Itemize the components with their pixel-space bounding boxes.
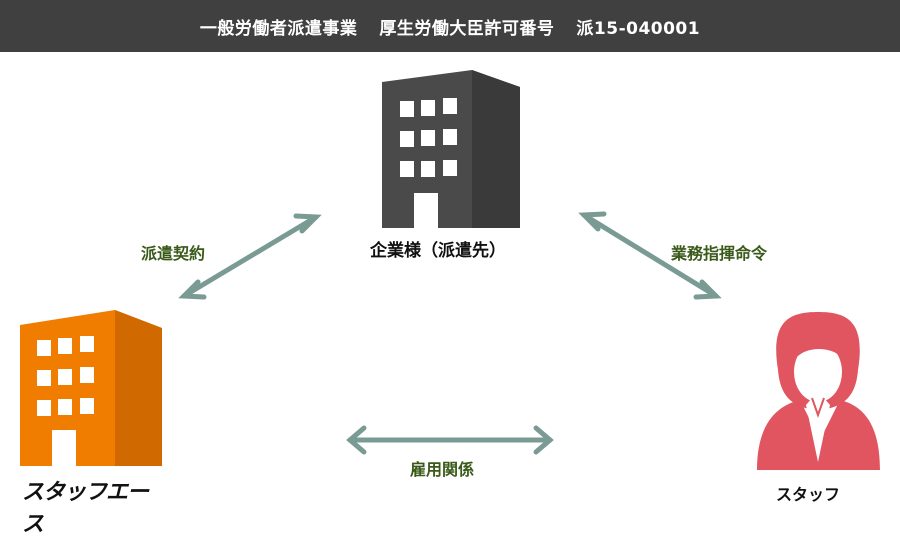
agency-building-icon — [20, 310, 162, 466]
header-license-authority: 厚生労働大臣許可番号 — [379, 18, 555, 39]
employment-arrow — [346, 425, 554, 455]
staff-woman-icon — [757, 312, 880, 470]
agency-logo-text: スタッフエース — [22, 480, 149, 537]
employment-label: 雇用関係 — [410, 460, 475, 479]
license-header: 一般労働者派遣事業 厚生労働大臣許可番号 派15-040001 — [0, 0, 900, 52]
dispatch-contract-arrow — [178, 213, 322, 300]
header-business-type: 一般労働者派遣事業 — [199, 18, 358, 39]
header-license-number: 派15-040001 — [576, 18, 701, 39]
client-building-icon — [382, 70, 520, 228]
dispatch-diagram — [20, 70, 880, 470]
dispatch-contract-label: 派遣契約 — [141, 244, 206, 263]
command-label: 業務指揮命令 — [671, 244, 768, 263]
staff-label: スタッフ — [776, 485, 841, 504]
client-label: 企業様（派遣先） — [370, 241, 506, 261]
command-arrow — [578, 211, 722, 300]
